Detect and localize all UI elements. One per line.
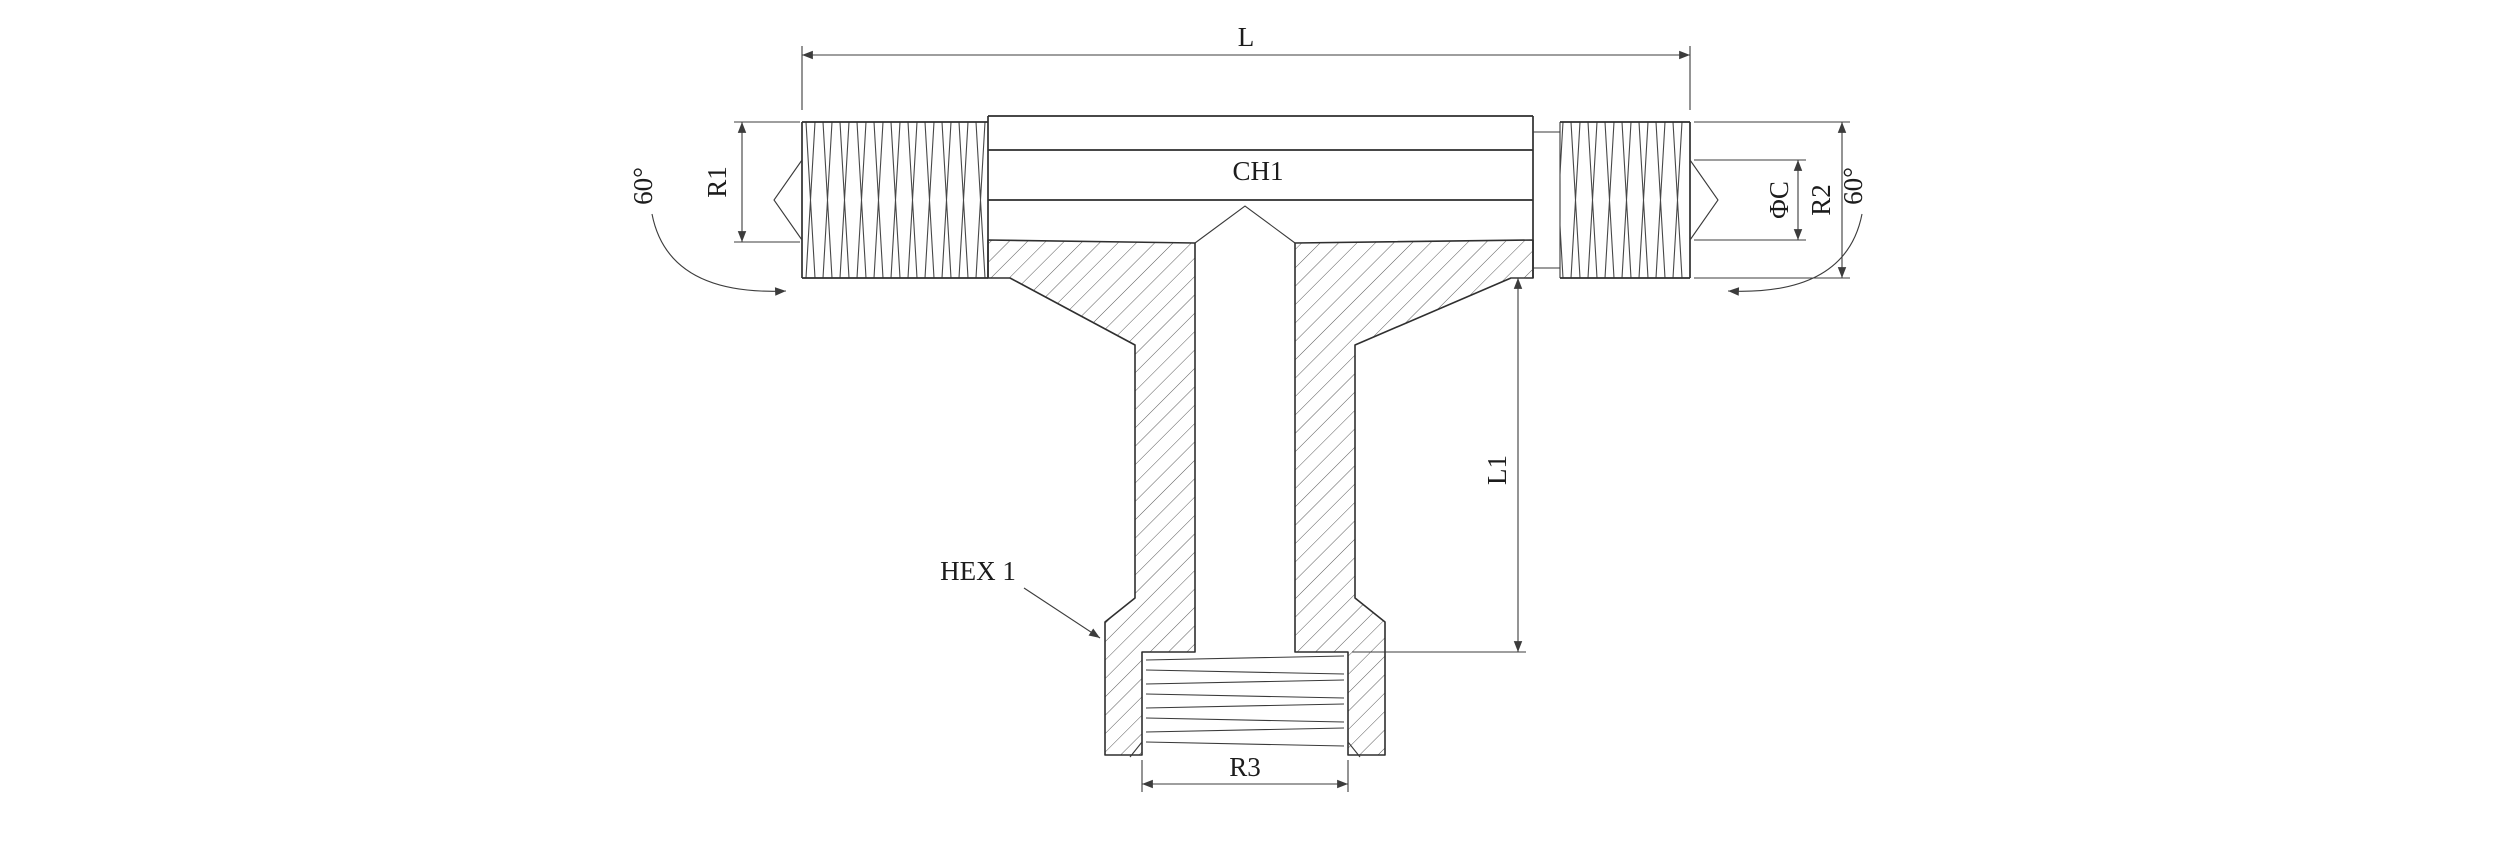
dim-right-thread: R2 — [1694, 121, 1850, 279]
angle-leader-left — [651, 213, 787, 296]
female-thread-lines — [1145, 655, 1345, 747]
dim-label-l: L — [1238, 22, 1255, 52]
dim-label-r1: R1 — [702, 166, 732, 198]
hex-leader-line — [1023, 587, 1101, 639]
dim-label-phic: ΦC — [1764, 181, 1794, 219]
dim-angle-left: 60° — [628, 167, 787, 296]
section-right-wall — [1294, 239, 1534, 756]
label-hex1: HEX 1 — [940, 556, 1016, 586]
left-cone-seat — [773, 159, 803, 241]
thread-entry-chamfer — [1129, 741, 1361, 758]
dim-branch-length: L1 — [1352, 277, 1526, 653]
dim-label-r2: R2 — [1806, 184, 1836, 216]
angle-leader-right — [1727, 213, 1863, 296]
left-thread-outline — [801, 121, 988, 279]
dim-r2-extension-lines — [1694, 121, 1850, 279]
callout-hex: HEX 1 — [940, 556, 1101, 639]
right-thread-outline — [1560, 121, 1691, 279]
dim-overall-length: L — [801, 22, 1691, 110]
right-thread-texture — [1560, 122, 1690, 278]
fitting-section — [987, 239, 1534, 758]
label-ch1: CH1 — [1232, 156, 1283, 186]
dim-l-extension-lines — [801, 46, 1691, 110]
left-thread-texture — [802, 122, 988, 278]
dim-phic-extension-lines — [1694, 159, 1806, 241]
branch-bore-cone — [1194, 205, 1296, 244]
dim-bottom-thread: R3 — [1141, 752, 1349, 792]
thread-undercut — [1533, 122, 1561, 278]
angle-label-left: 60° — [628, 167, 658, 205]
center-body-outline — [987, 115, 1534, 278]
dim-left-thread: R1 — [702, 121, 800, 243]
dim-r1-extension-lines — [734, 121, 800, 243]
dim-label-l1: L1 — [1482, 455, 1512, 485]
right-cone-seat — [1689, 159, 1719, 241]
dim-label-r3: R3 — [1229, 752, 1261, 782]
fitting-body-external — [773, 115, 1719, 279]
dim-cone-diameter: ΦC — [1694, 159, 1806, 241]
section-left-wall — [987, 239, 1196, 756]
